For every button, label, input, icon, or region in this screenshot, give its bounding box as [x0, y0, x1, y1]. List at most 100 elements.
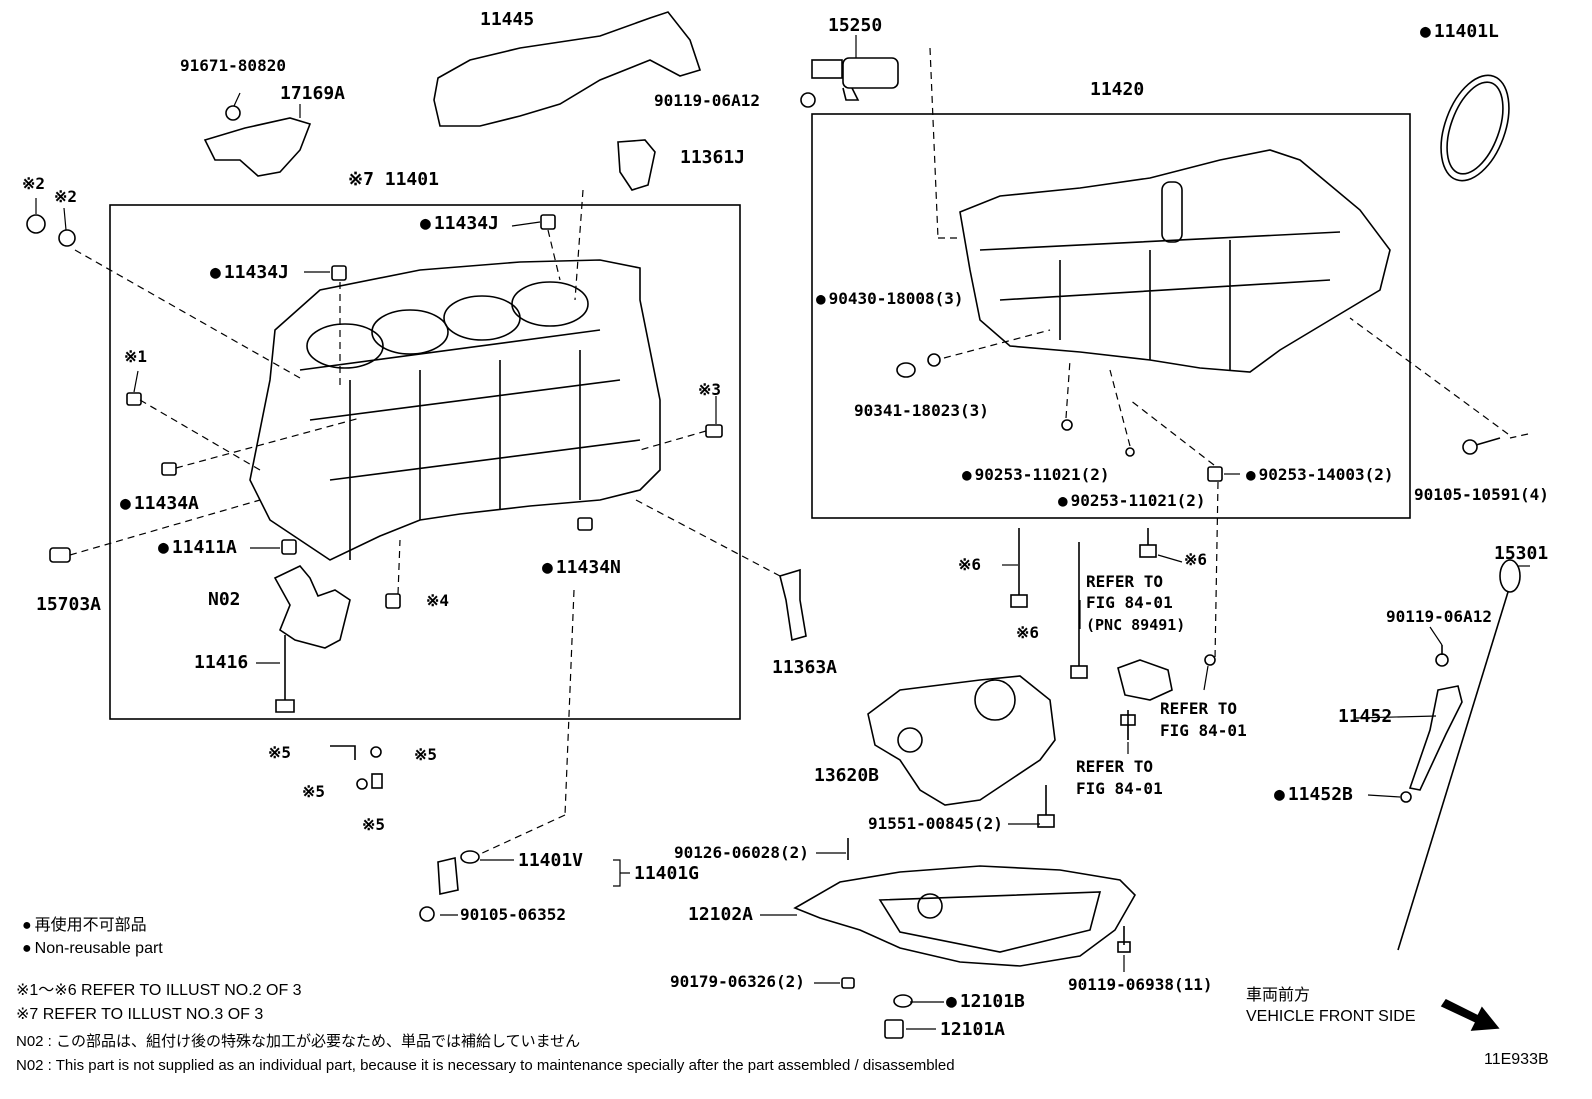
nut-90179	[841, 977, 855, 989]
bolt-90105-10591	[1462, 437, 1501, 455]
label-13620B: 13620B	[814, 765, 880, 786]
bolt-90119-06A12-right	[1435, 645, 1449, 667]
orientation-jp: 車両前方	[1246, 987, 1311, 1004]
label-90253-11021-a: 90253-11021(2)	[962, 466, 1110, 484]
label-ref6-c: ※6	[1016, 623, 1040, 642]
label-90341-18023: 90341-18023(3)	[854, 401, 989, 420]
label-91671-80820: 91671-80820	[180, 56, 286, 75]
figure-id: 11E933B	[1484, 1051, 1549, 1068]
pin-ref3	[705, 424, 723, 438]
oil-control-valve-15250	[811, 57, 899, 101]
pin-11411A	[281, 539, 297, 555]
balance-shaft-13620B	[867, 675, 1056, 806]
label-90179-06326: 90179-06326(2)	[670, 972, 805, 991]
label-ref5-d: ※5	[362, 815, 386, 834]
label-12102A: 12102A	[688, 904, 754, 925]
label-11416: 11416	[194, 652, 249, 673]
bolt-ref6-b	[1070, 542, 1088, 679]
label-refer3-line1: REFER TO	[1076, 757, 1154, 776]
cylinder-block-11401	[249, 259, 661, 561]
label-ref2-b: ※2	[54, 187, 78, 206]
legend-ref-illust3: ※7 REFER TO ILLUST NO.3 OF 3	[16, 1006, 264, 1023]
label-ref5-c: ※5	[302, 782, 326, 801]
plug-90341	[896, 362, 916, 378]
label-15250: 15250	[828, 15, 883, 36]
oil-nozzle-11401G	[419, 850, 480, 922]
dowel-pin-11434J-b	[331, 265, 347, 281]
label-90119-06A12-right: 90119-06A12	[1386, 607, 1492, 626]
label-11452B: 11452B	[1274, 785, 1353, 805]
legend-nonreusable-jp: 再使用不可部品	[22, 916, 147, 936]
label-11420: 11420	[1090, 79, 1145, 100]
label-ref1: ※1	[124, 347, 148, 366]
label-90253-11021-b: 90253-11021(2)	[1058, 492, 1206, 510]
label-12101B: 12101B	[946, 992, 1025, 1012]
label-ref4: ※4	[426, 591, 450, 610]
legend-nonreusable-en: Non-reusable part	[22, 939, 163, 959]
orientation-en: VEHICLE FRONT SIDE	[1246, 1008, 1416, 1025]
seal-ref2-b	[58, 229, 76, 247]
crank-sensor	[1117, 659, 1173, 701]
gasket-11361J	[617, 139, 656, 191]
bearing-cap-N02	[273, 565, 351, 649]
label-ref6-a: ※6	[958, 555, 982, 574]
label-refer2-line2: FIG 84-01	[1160, 721, 1247, 740]
drain-plug-12101A	[884, 1019, 904, 1039]
dowel-pin-11434N	[577, 517, 593, 531]
bolt-90119-06938	[1117, 926, 1131, 953]
label-11401V: 11401V	[518, 850, 584, 871]
oring-11452B	[1400, 791, 1412, 803]
label-ref5-a: ※5	[268, 743, 292, 762]
label-90105-06352: 90105-06352	[460, 905, 566, 924]
label-N02: N02	[208, 589, 241, 610]
label-15703A: 15703A	[36, 594, 102, 615]
pin-ref1	[126, 392, 142, 406]
bolt-91551	[1037, 785, 1055, 828]
vehicle-front-arrow-icon	[1440, 998, 1500, 1031]
crankcase-11420	[959, 149, 1391, 373]
label-refer3-line2: FIG 84-01	[1076, 779, 1163, 798]
dowel-pin-11434J-a	[540, 214, 556, 230]
label-12101A: 12101A	[940, 1019, 1006, 1040]
label-11401G: 11401G	[634, 863, 700, 884]
legend-n02-jp: N02 : この部品は、組付け後の特殊な加工が必要なため、単品では補給していませ…	[16, 1033, 581, 1050]
dowel-pin-11434A	[161, 462, 177, 476]
label-refer1-line1: REFER TO	[1086, 572, 1164, 591]
oil-pan-12102A	[793, 865, 1136, 967]
timing-cover-11445	[433, 11, 702, 127]
bracket-17169A	[203, 117, 312, 177]
crankcase-group-box	[811, 113, 1411, 519]
label-11434J-a: 11434J	[420, 214, 499, 234]
rear-oil-seal-11401L	[1440, 74, 1510, 182]
parts-ref5	[330, 745, 383, 790]
gasket-11363A	[779, 568, 807, 642]
label-11401L: 11401L	[1420, 22, 1499, 42]
label-refer1-line3: (PNC 89491)	[1086, 616, 1186, 634]
label-ref6-b: ※6	[1184, 550, 1208, 569]
pin-90253-11021-b	[1125, 447, 1135, 457]
label-15301: 15301	[1494, 543, 1549, 564]
label-11445: 11445	[480, 9, 535, 30]
bolt-91671	[225, 105, 241, 121]
label-ref5-b: ※5	[414, 745, 438, 764]
dipstick-15301	[1397, 559, 1521, 951]
label-91551-00845: 91551-00845(2)	[868, 814, 1003, 833]
label-11361J: 11361J	[680, 147, 746, 168]
label-ref3: ※3	[698, 380, 722, 399]
bolt-ref6-a	[1010, 528, 1028, 608]
sensor-bolt	[1204, 654, 1216, 666]
bolt-90119-06A12	[800, 92, 816, 108]
pin-90253-11021-a	[1061, 419, 1073, 431]
label-90430-18008: 90430-18008(3)	[816, 290, 964, 308]
gasket-12101B	[893, 994, 913, 1008]
dipstick-guide-11452	[1408, 685, 1463, 791]
label-90126-06028: 90126-06028(2)	[674, 843, 809, 862]
cylinder-block-group-box	[109, 204, 741, 720]
label-11452: 11452	[1338, 706, 1393, 727]
plug-ref2-a	[26, 214, 46, 234]
pin-90253-14003	[1207, 466, 1223, 482]
plug-15703A	[49, 547, 71, 563]
bolt-ref6-c	[1139, 528, 1157, 558]
label-11434N: 11434N	[542, 558, 621, 578]
label-11401: ※7 11401	[348, 169, 439, 190]
